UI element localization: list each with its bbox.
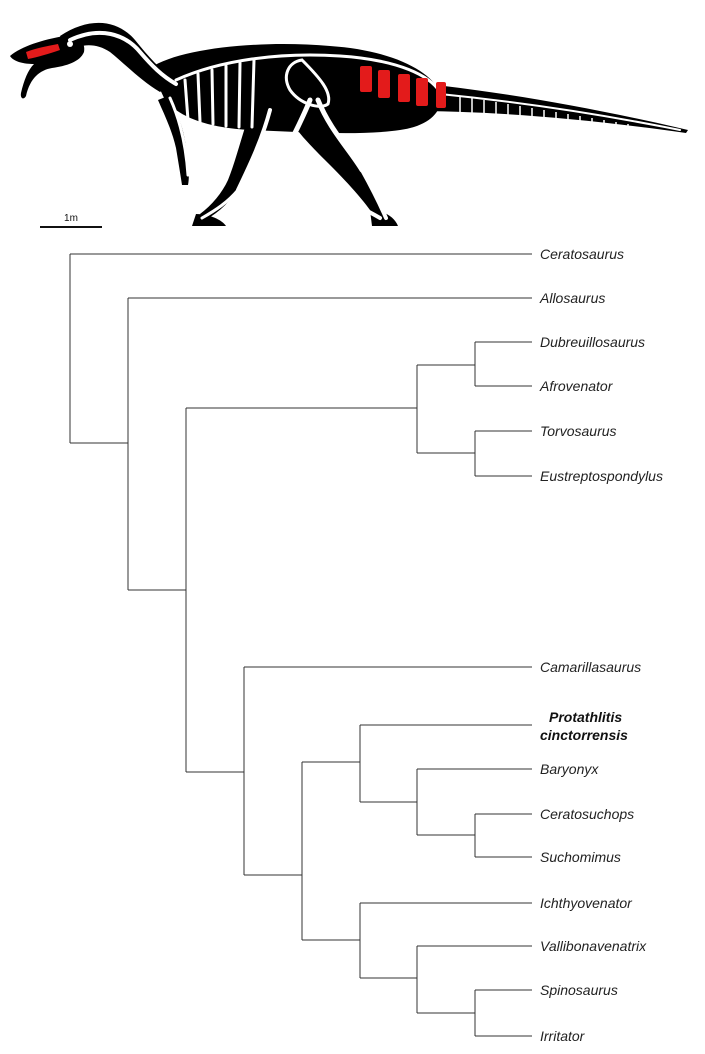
scale-bar-label: 1m <box>64 213 78 224</box>
scale-bar-line <box>40 226 102 228</box>
taxon-label-baryonyx: Baryonyx <box>540 761 599 777</box>
taxon-label-eustreptospondylus: Eustreptospondylus <box>540 468 663 484</box>
cladogram-labels: Ceratosaurus Allosaurus Dubreuillosaurus… <box>539 246 663 1044</box>
taxon-label-suchomimus: Suchomimus <box>540 849 621 865</box>
hind-leg-left <box>290 110 385 222</box>
taxon-label-spinosaurus: Spinosaurus <box>540 982 618 998</box>
cladogram-branches <box>69 253 532 1037</box>
skeletal-reconstruction: 1m <box>10 22 688 228</box>
taxon-label-afrovenator: Afrovenator <box>539 378 614 394</box>
neck-silhouette <box>60 22 175 93</box>
scale-bar: 1m <box>40 213 102 228</box>
hind-leg-right <box>200 110 270 220</box>
taxon-label-dubreuillosaurus: Dubreuillosaurus <box>540 334 645 350</box>
taxon-label-ceratosuchops: Ceratosuchops <box>540 806 634 822</box>
taxon-label-ichthyovenator: Ichthyovenator <box>540 895 633 911</box>
taxon-label-protathlitis-line1: Protathlitis <box>549 709 622 725</box>
taxon-label-vallibonavenatrix: Vallibonavenatrix <box>540 938 647 954</box>
eye <box>67 41 73 47</box>
taxon-label-allosaurus: Allosaurus <box>539 290 605 306</box>
forelimb <box>158 96 189 185</box>
foot-right <box>192 214 226 226</box>
taxon-label-torvosaurus: Torvosaurus <box>540 423 617 439</box>
caudal-vertebrae <box>459 96 629 127</box>
taxon-label-irritator: Irritator <box>540 1028 586 1044</box>
taxon-label-camarillasaurus: Camarillasaurus <box>540 659 641 675</box>
snout-highlight <box>26 44 60 59</box>
skull-silhouette <box>10 35 85 99</box>
taxon-label-protathlitis-line2: cinctorrensis <box>540 727 628 743</box>
bones <box>68 30 681 220</box>
recovered-vertebrae <box>360 66 446 108</box>
taxon-label-ceratosaurus: Ceratosaurus <box>540 246 624 262</box>
